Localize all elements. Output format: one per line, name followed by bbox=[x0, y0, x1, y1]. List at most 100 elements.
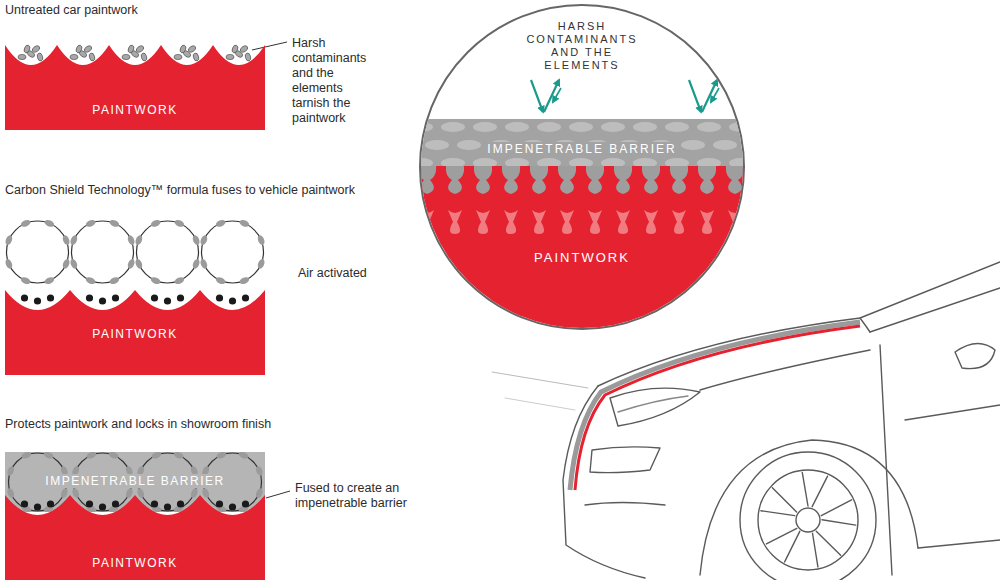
molecule-bond bbox=[44, 219, 56, 228]
text-row: PAINTWORK bbox=[5, 324, 265, 342]
panel-heading: Carbon Shield Technology™ formula fuses … bbox=[5, 183, 355, 198]
barrier-texture bbox=[505, 122, 529, 132]
molecule-bond bbox=[125, 487, 134, 499]
text-row: PAINTWORK bbox=[421, 248, 743, 266]
molecule-bond bbox=[85, 219, 97, 228]
barrier-texture bbox=[601, 122, 625, 132]
particle bbox=[231, 44, 239, 53]
particle bbox=[88, 52, 95, 61]
text-row: HARSH CONTAMINANTS AND THE ELEMENTS bbox=[421, 20, 743, 73]
fused-bond bbox=[642, 166, 660, 194]
bumper-detail bbox=[585, 503, 665, 506]
sill-line bbox=[918, 540, 1000, 548]
barrier-texture bbox=[441, 122, 465, 132]
incoming-arrow bbox=[689, 80, 701, 112]
carbon-dot bbox=[151, 294, 158, 301]
spoke bbox=[766, 528, 799, 562]
paint-layer bbox=[5, 495, 265, 580]
particle bbox=[179, 44, 187, 53]
coating-barrier bbox=[570, 322, 860, 490]
carbon-dot bbox=[86, 500, 93, 507]
molecule-bond bbox=[215, 219, 227, 228]
layer-label: PAINTWORK bbox=[88, 556, 181, 570]
barrier-band: IMPENETRABLE BARRIER bbox=[421, 119, 743, 174]
molecule-bond bbox=[199, 234, 208, 246]
molecule-bond bbox=[71, 487, 80, 499]
paintwork-layer: PAINTWORK bbox=[5, 495, 265, 580]
molecule-bond bbox=[85, 276, 97, 285]
particle bbox=[244, 52, 251, 61]
motion-line bbox=[492, 372, 588, 388]
fused-bond bbox=[614, 166, 632, 194]
barrier-texture bbox=[713, 140, 737, 150]
barrier-texture bbox=[457, 140, 481, 150]
paint-texture bbox=[728, 210, 742, 234]
text-row: IMPENETRABLE BARRIER bbox=[5, 471, 265, 489]
molecule-bond bbox=[190, 487, 199, 499]
paint-texture bbox=[672, 210, 686, 234]
barrier-texture bbox=[681, 140, 705, 150]
carbon-dot bbox=[47, 500, 54, 507]
callout-text: Harsh contaminants and the elements tarn… bbox=[292, 36, 374, 126]
carbon-dot bbox=[112, 500, 119, 507]
molecule-bond bbox=[69, 258, 78, 270]
carbon-dot bbox=[99, 297, 106, 304]
particle bbox=[187, 45, 197, 54]
tyre bbox=[740, 452, 876, 580]
molecule-bond bbox=[255, 487, 264, 499]
particle bbox=[239, 45, 249, 54]
cowl-line bbox=[860, 318, 870, 332]
paint-texture bbox=[700, 210, 714, 234]
fused-bond bbox=[698, 166, 716, 194]
molecule-bond bbox=[134, 258, 143, 270]
paint-texture bbox=[504, 210, 518, 234]
molecule-bond bbox=[126, 234, 135, 246]
carbon-dot bbox=[242, 294, 249, 301]
paintwork-layer: PAINTWORK bbox=[5, 290, 265, 375]
spoke bbox=[821, 500, 855, 525]
fused-bond bbox=[586, 166, 604, 194]
molecule-bond bbox=[69, 234, 78, 246]
node-shape bbox=[5, 45, 265, 130]
spoke bbox=[802, 472, 827, 506]
molecule-bond bbox=[108, 452, 120, 460]
particle bbox=[174, 54, 182, 59]
node-shape bbox=[421, 166, 743, 330]
motion-line bbox=[505, 398, 575, 410]
fused-bond bbox=[726, 166, 743, 194]
paint-texture bbox=[644, 210, 658, 234]
molecule-bond bbox=[239, 276, 251, 285]
molecule-bond bbox=[201, 487, 210, 499]
circle-heading: HARSH CONTAMINANTS AND THE ELEMENTS bbox=[512, 20, 652, 72]
molecule-bond bbox=[4, 234, 13, 246]
layer-label: PAINTWORK bbox=[88, 327, 181, 341]
molecule-bond bbox=[199, 258, 208, 270]
fused-bond bbox=[502, 166, 520, 194]
molecule-bond bbox=[109, 276, 121, 285]
barrier-texture bbox=[537, 122, 561, 132]
particle bbox=[192, 52, 199, 61]
headlight bbox=[610, 388, 700, 426]
paint-texture bbox=[532, 210, 546, 234]
leader-line bbox=[252, 42, 287, 50]
molecule-bond bbox=[256, 258, 265, 270]
callout-text: Fused to create an impenetrable barrier bbox=[295, 481, 407, 511]
headlight-detail bbox=[618, 396, 688, 412]
panel-heading: Protects paintwork and locks in showroom… bbox=[5, 417, 271, 432]
panel-heading: Untreated car paintwork bbox=[5, 3, 138, 18]
paint-texture bbox=[560, 210, 574, 234]
rim bbox=[758, 470, 858, 570]
layer-label: IMPENETRABLE BARRIER bbox=[483, 142, 680, 156]
molecule-bond bbox=[173, 452, 185, 460]
carbon-dot bbox=[242, 500, 249, 507]
fused-bond bbox=[530, 166, 548, 194]
text-row: PAINTWORK bbox=[5, 100, 265, 118]
coating-paint bbox=[575, 326, 860, 490]
barrier-texture bbox=[697, 122, 721, 132]
particle bbox=[122, 54, 130, 59]
molecule-bond bbox=[239, 219, 251, 228]
molecule-bond bbox=[20, 276, 32, 285]
barrier-texture bbox=[425, 140, 449, 150]
layer-label: PAINTWORK bbox=[88, 103, 181, 117]
carbon-dot bbox=[177, 294, 184, 301]
